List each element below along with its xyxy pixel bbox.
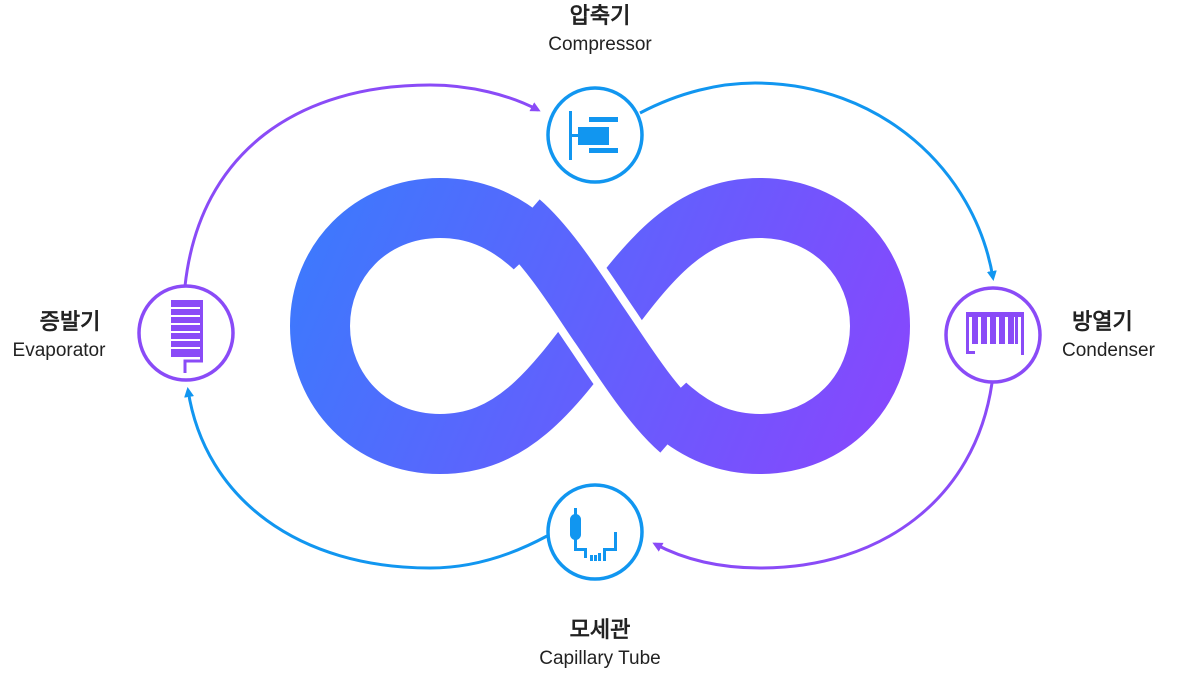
compressor-label-en: Compressor (548, 34, 652, 55)
evaporator-label-ko: 증발기 (39, 310, 101, 335)
condenser-label-en: Condenser (1062, 340, 1155, 361)
capillary-tube-icon (570, 508, 617, 561)
capillary-tube-node[interactable] (546, 483, 644, 581)
capillary-tube-label-en: Capillary Tube (539, 648, 661, 669)
compressor-node[interactable] (546, 86, 644, 184)
edge-compressor-to-condenser (639, 81, 997, 281)
condenser-label: 방열기 Condenser (1062, 310, 1193, 361)
infinity-icon (290, 178, 910, 474)
condenser-icon (966, 312, 1024, 355)
capillary-tube-label-ko: 모세관 (569, 618, 631, 643)
evaporator-icon (171, 300, 203, 373)
evaporator-label: 증발기 Evaporator (0, 310, 118, 361)
edge-evaporator-to-compressor (183, 83, 541, 287)
evaporator-label-en: Evaporator (12, 340, 106, 361)
edge-capillary-to-evaporator (184, 387, 548, 570)
capillary-tube-label: 모세관 Capillary Tube (490, 618, 710, 669)
condenser-label-ko: 방열기 (1072, 310, 1133, 335)
compressor-icon (569, 111, 618, 160)
evaporator-node[interactable] (137, 284, 235, 382)
compressor-label: 압축기 Compressor (500, 4, 700, 55)
compressor-label-ko: 압축기 (569, 4, 631, 29)
condenser-node[interactable] (944, 286, 1042, 384)
edge-condenser-to-capillary (652, 382, 994, 570)
